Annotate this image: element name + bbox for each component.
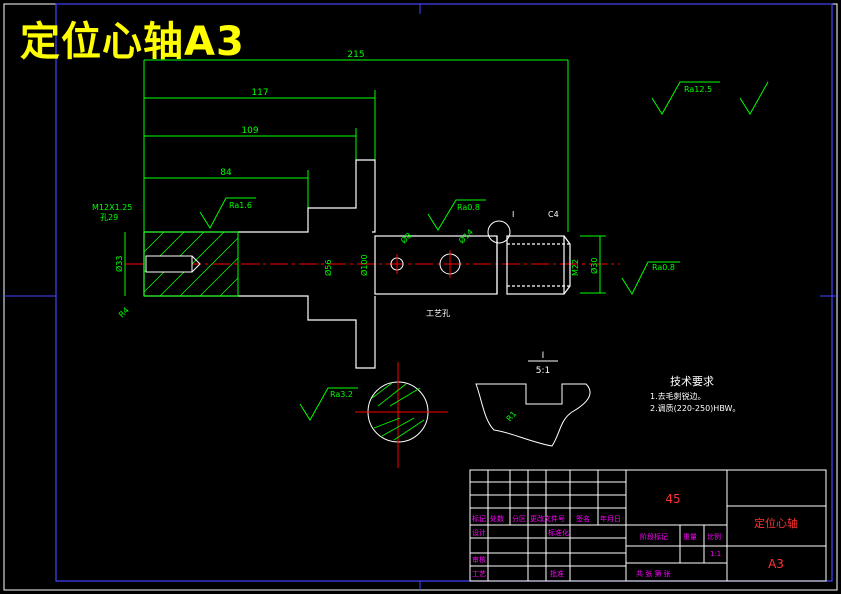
detail-title: I (542, 351, 545, 361)
ra-32: Ra3.2 (330, 390, 353, 399)
tb-signature: 签名 (576, 514, 590, 523)
ra-08-top: Ra0.8 (457, 203, 480, 212)
tb-review: 审核 (472, 555, 486, 564)
detail-view (475, 383, 591, 447)
dim-100: Ø100 (359, 254, 369, 276)
dim-109: 109 (241, 126, 258, 136)
ra-general: Ra12.5 (684, 85, 712, 94)
tb-count: 处数 (490, 514, 504, 523)
tb-date: 年月日 (600, 514, 621, 523)
dim-56: Ø56 (323, 260, 333, 276)
dim-radius-detail: R1 (505, 409, 519, 423)
process-hole-label: 工艺孔 (426, 309, 450, 318)
ra-08-right: Ra0.8 (652, 263, 675, 272)
tb-ratio: 比例 (707, 532, 721, 541)
inner-border (55, 3, 833, 582)
dim-84: 84 (220, 168, 232, 178)
dim-chamfer: C4 (548, 210, 559, 219)
tb-standardize: 标准化 (548, 528, 569, 537)
dim-hole-8: Ø8 (398, 230, 413, 245)
tb-marker: 标记 (472, 514, 486, 523)
tb-size: A3 (768, 557, 784, 571)
dim-22: M22 (571, 259, 580, 276)
title-block-lines (469, 469, 827, 582)
detail-circle (487, 220, 511, 244)
dim-33: Ø33 (114, 256, 124, 272)
dim-215: 215 (347, 50, 364, 60)
dim-thread-depth: 孔29 (100, 213, 118, 222)
tb-sheets: 共 张 第 张 (636, 569, 671, 578)
dim-thread: M12X1.25 (92, 203, 132, 212)
tb-ratio-value: 1:1 (710, 550, 721, 558)
detail-mark: I (512, 210, 514, 219)
tb-stage-mark: 阶段标记 (640, 532, 668, 541)
tb-process: 工艺 (472, 570, 486, 578)
roughness-symbols (199, 81, 769, 421)
ra-16: Ra1.6 (229, 201, 252, 210)
detail-scale: 5:1 (536, 366, 550, 376)
tb-weight: 重量 (683, 533, 697, 541)
tb-approve: 批准 (550, 569, 564, 578)
section-view (355, 362, 448, 468)
tb-change-doc: 更改文件号 (530, 514, 565, 523)
dim-30: Ø30 (589, 258, 599, 274)
dim-117: 117 (251, 88, 268, 98)
drawing-title: 定位心轴A3 (20, 19, 245, 65)
dim-radius-left: R4 (117, 306, 131, 320)
tb-design: 设计 (472, 528, 486, 537)
tech-item2: 2.调质(220-250)HBW。 (650, 403, 740, 413)
tb-part-name: 定位心轴 (754, 516, 798, 530)
tb-material: 45 (665, 492, 680, 506)
hatched-section (143, 231, 239, 297)
tech-item1: 1.去毛刺锐边。 (650, 391, 706, 401)
dim-hole-14: Ø14 (456, 227, 475, 246)
tech-heading: 技术要求 (670, 375, 714, 388)
tb-zone: 分区 (512, 514, 526, 523)
